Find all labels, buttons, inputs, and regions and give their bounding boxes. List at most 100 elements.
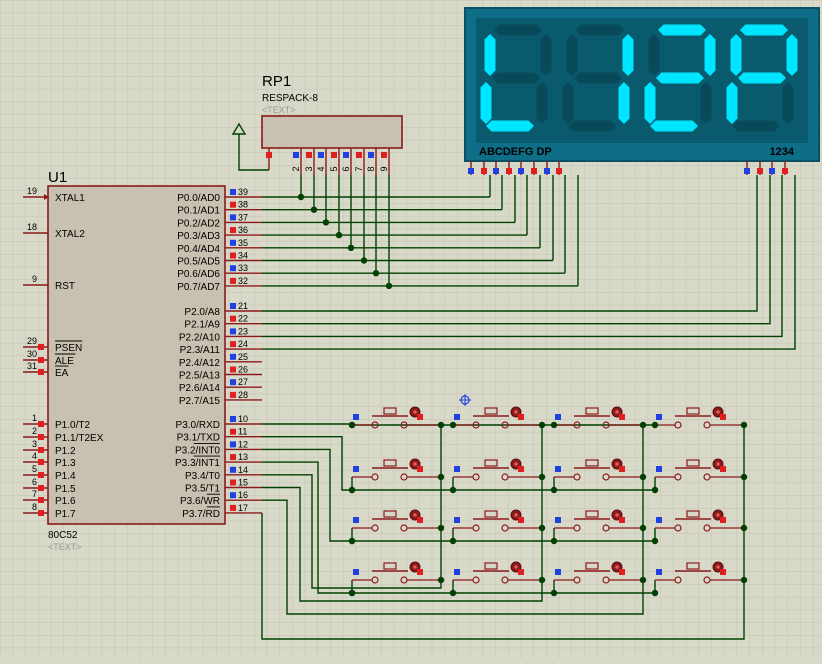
mcu-pin-label: P0.0/AD0 [177,193,220,204]
keypad-button[interactable] [352,458,441,481]
key-pin-terminal [720,517,726,523]
keypad-button[interactable] [453,561,542,584]
key-contact [674,421,682,429]
mcu-pin-number: 30 [27,349,37,359]
wire-p3-col [262,425,644,615]
keypad-button[interactable] [352,406,441,429]
mcu-pin-terminal [230,391,236,398]
segment-a [740,24,788,36]
key-cap [686,510,700,518]
mcu-pin-terminal [230,252,236,259]
junction-dot [437,421,445,429]
mcu-pin-label: P0.7/AD7 [177,282,220,293]
keypad-button[interactable] [554,509,643,532]
mcu-pin-label: ALE [55,356,74,367]
segment-c [782,82,794,124]
mcu-pin-label: XTAL2 [55,229,85,240]
segment-g [656,72,704,84]
rpack-pin-terminal [293,152,299,158]
key-pin-terminal [619,517,625,523]
keypad-button[interactable] [554,458,643,481]
mcu-pin-number: 4 [32,451,37,461]
mcu-pin-number: 18 [27,222,37,232]
seven-segment-display[interactable]: ABCDEFG DP1234L12P [0,0,820,175]
keypad-button[interactable] [655,561,744,584]
keypad-button[interactable] [655,406,744,429]
key-contact [472,524,480,532]
mcu-pin-number: 31 [27,361,37,371]
keypad-button[interactable] [554,561,643,584]
junction-dot [651,589,659,597]
mcu-pin-number: 36 [238,225,248,235]
key-pin-terminal [555,466,561,472]
keypad-button[interactable] [453,509,542,532]
key-cap [686,562,700,570]
junction-dot [740,524,748,532]
key-contact [371,576,379,584]
mcu-pin-number: 19 [27,186,37,196]
key-indicator-highlight [716,410,720,414]
key-contact [371,473,379,481]
key-cap [383,407,397,415]
rpack-pin-number: 5 [329,166,339,171]
keypad-button[interactable] [352,509,441,532]
mcu-pin-label: P1.3 [55,458,76,469]
key-indicator-highlight [514,410,518,414]
keypad-button[interactable] [655,509,744,532]
mcu-pin-terminal [230,239,236,246]
junction-dot [538,473,546,481]
junction-dot [385,282,393,290]
key-cap [383,510,397,518]
segment-b [540,34,552,76]
keypad-button[interactable] [453,406,542,429]
mcu-80c52[interactable]: U180C52<TEXT>19XTAL118XTAL29RST29PSEN30A… [23,169,262,552]
display-pin-terminal [556,168,562,174]
mcu-pin-label: P0.3/AD3 [177,231,220,242]
display-pin-terminal [544,168,550,174]
segment-e [480,82,492,124]
junction-dot [347,244,355,251]
keypad-button[interactable] [554,406,643,429]
mcu-pin-terminal [230,227,236,234]
key-pin-terminal [454,466,460,472]
wire-p3-row [262,436,352,491]
mcu-pin-number: 12 [238,439,248,449]
mcu-body[interactable] [47,185,226,525]
rpack-pin-number: 2 [291,166,301,171]
keypad-button[interactable] [453,458,542,481]
wire-p3-row [262,461,352,594]
junction-dots [297,193,748,597]
junction-dot [449,421,457,429]
rpack-body[interactable] [261,115,403,149]
junction-dot [550,421,558,429]
seven-segment-digit: 2 [644,24,716,132]
mcu-pin-terminal [230,454,236,461]
junction-dot [538,576,546,584]
mcu-pin-label: P2.5/A13 [179,371,221,382]
key-contact [674,576,682,584]
mcu-pin-number: 14 [238,465,248,475]
keypad-4x4[interactable] [352,406,744,584]
junction-dot [639,576,647,584]
key-indicator-highlight [413,410,417,414]
wire-rpack-common [238,134,269,171]
keypad-button[interactable] [655,458,744,481]
junction-dot [538,421,546,429]
key-cap [484,459,498,467]
mcu-pin-terminal [38,421,44,427]
mcu-pin-label: P2.1/A9 [184,320,220,331]
mcu-pin-label: P1.2 [55,446,76,457]
mcu-pin-number: 17 [238,503,248,513]
key-pin-terminal [454,569,460,575]
key-cap [585,510,599,518]
segment-a [494,24,542,36]
key-pin-terminal [619,569,625,575]
mcu-pin-terminal [230,428,236,435]
junction-dot [360,257,368,264]
key-cap [484,407,498,415]
mcu-pin-terminal [230,214,236,221]
keypad-button[interactable] [352,561,441,584]
